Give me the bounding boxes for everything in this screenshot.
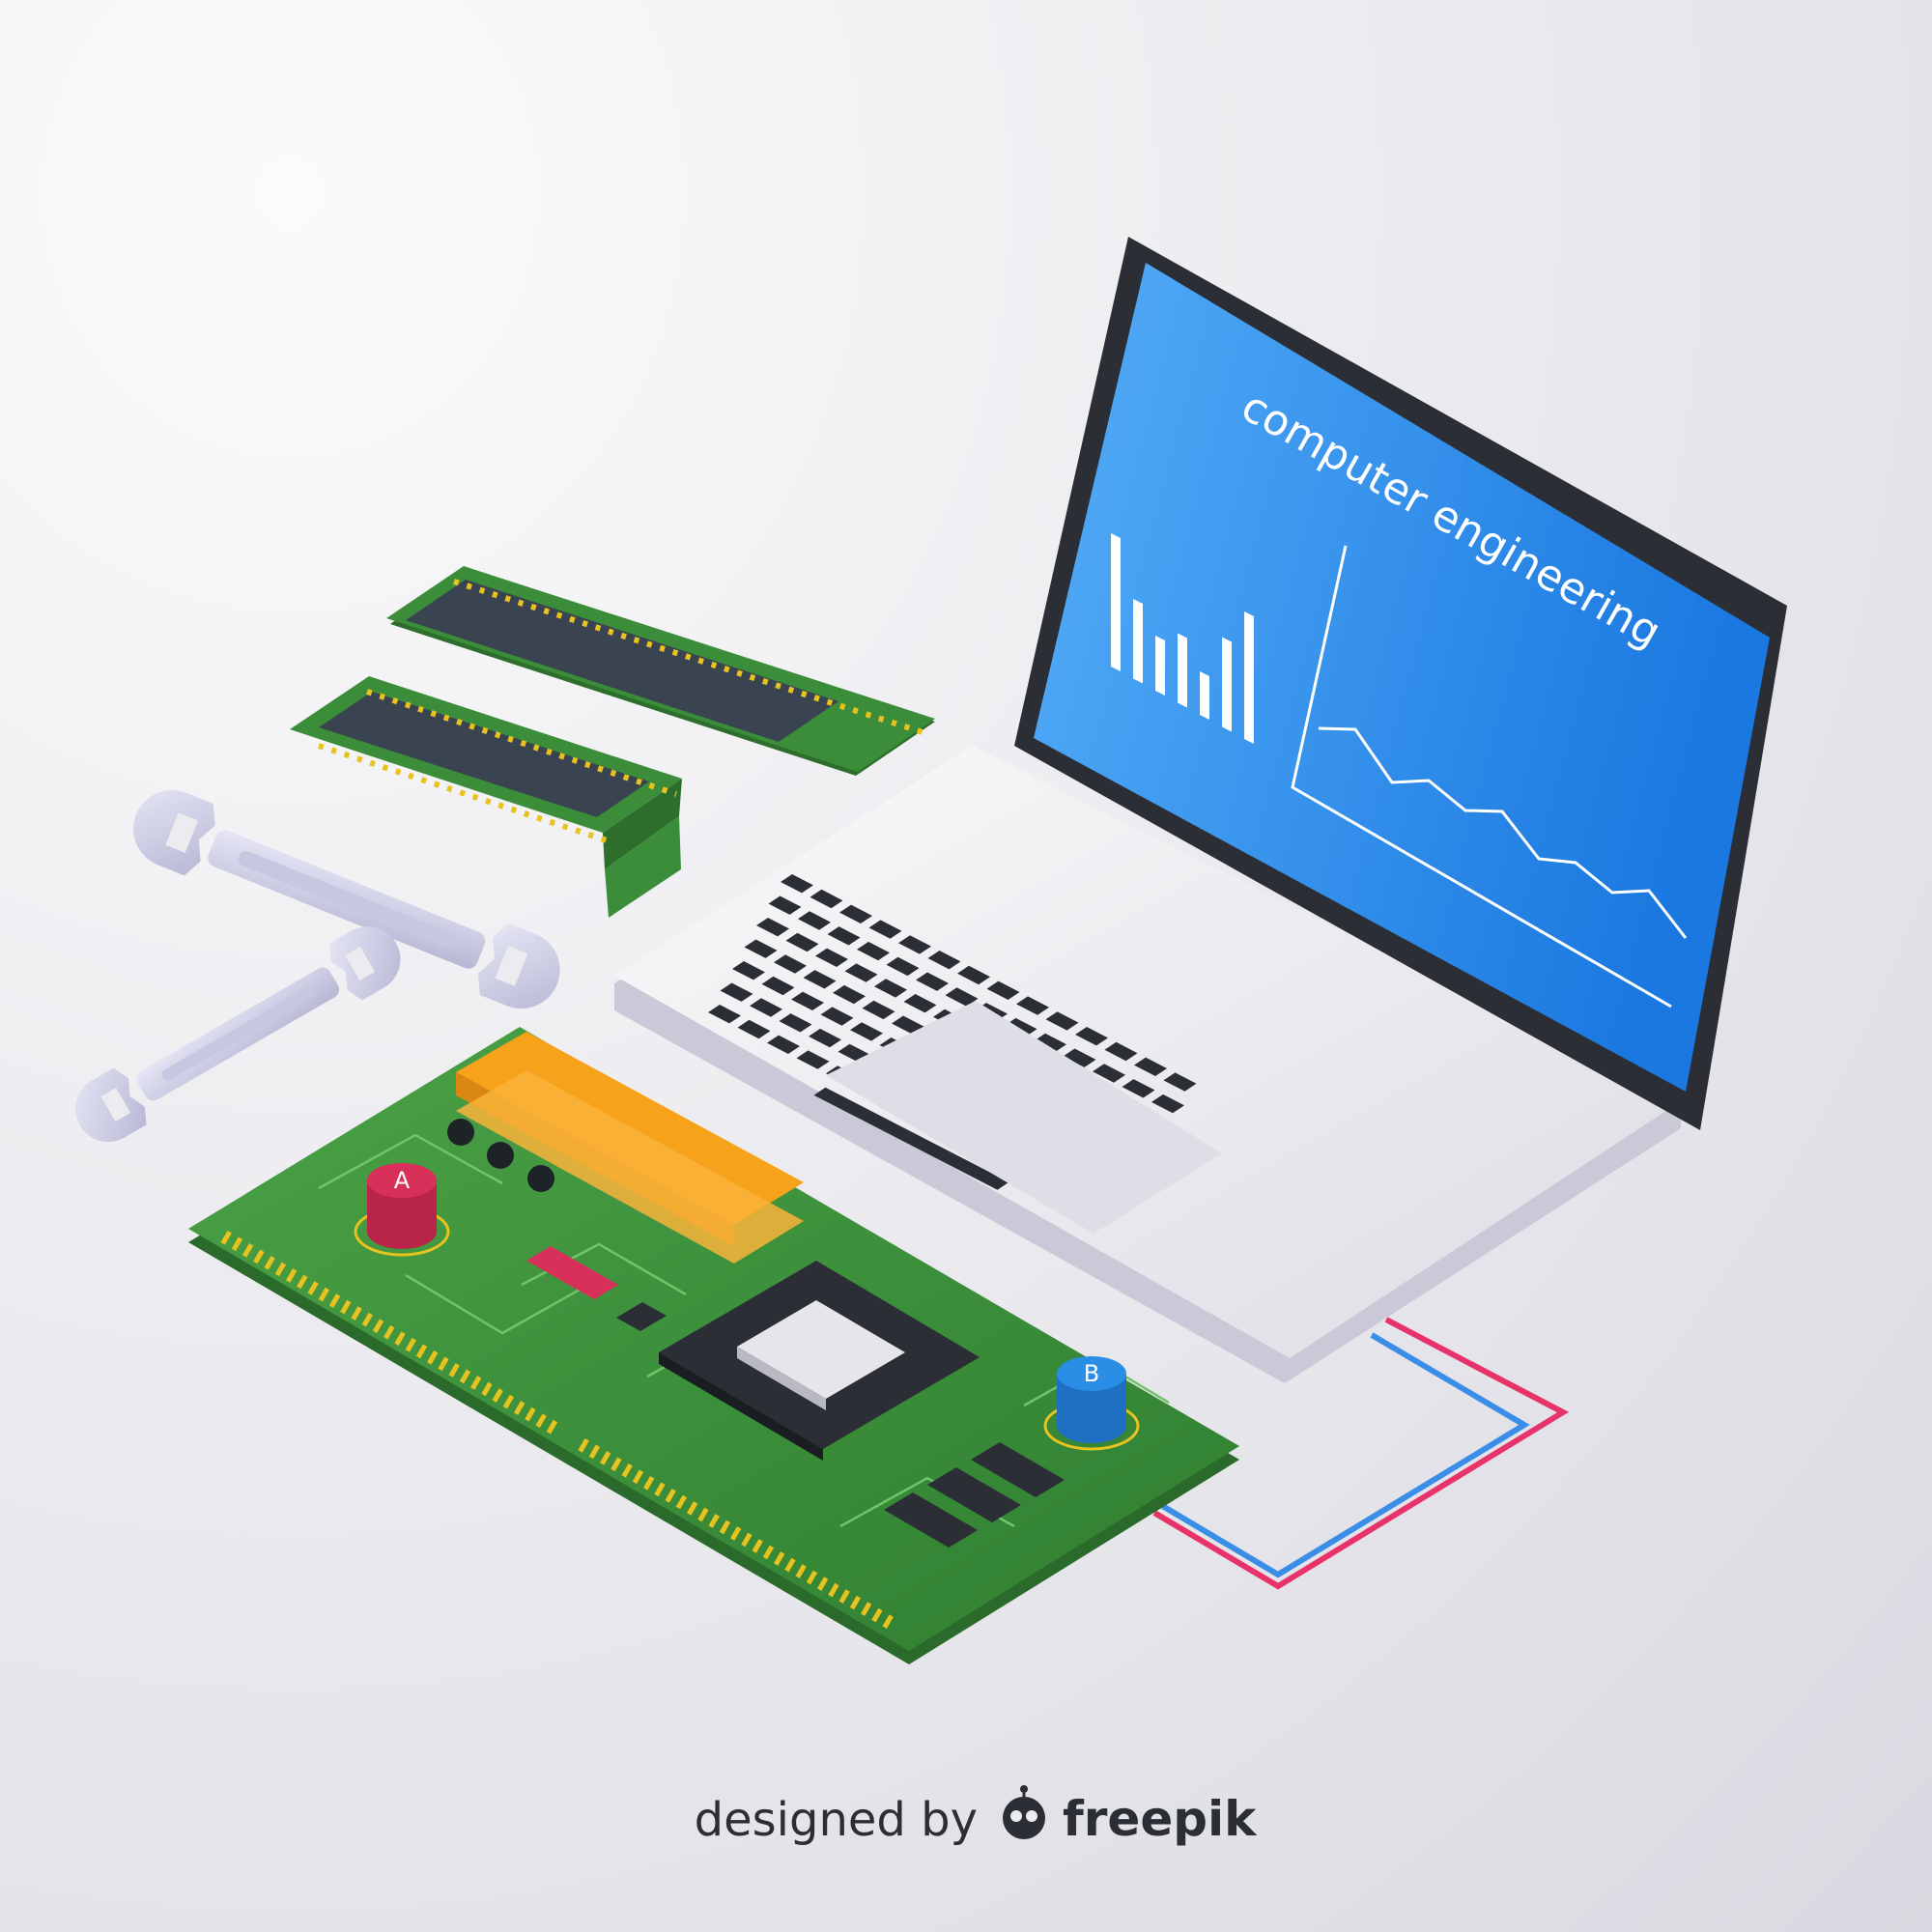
keyboard-key[interactable] [862, 1000, 895, 1020]
keyboard-key[interactable] [803, 970, 837, 989]
keyboard-key[interactable] [1034, 1033, 1066, 1053]
keyboard-key[interactable] [768, 895, 802, 915]
keyboard-key[interactable] [810, 889, 843, 909]
keyboard-key[interactable] [737, 1019, 771, 1039]
cpu-chip [659, 1261, 980, 1461]
wrench-small-icon [75, 926, 401, 1142]
wave-line [1318, 726, 1688, 939]
keyboard-key[interactable] [986, 980, 1020, 1000]
freepik-logo-icon [1003, 1785, 1045, 1839]
keyboard-key[interactable] [886, 956, 920, 977]
spacebar-key[interactable] [813, 1087, 1009, 1190]
ram-sticks [290, 566, 935, 918]
small-chip [616, 1302, 667, 1331]
keyboard-key[interactable] [732, 961, 765, 980]
keyboard-key[interactable] [720, 982, 753, 1002]
keyboard-key[interactable] [744, 939, 778, 958]
button-a-label: A [394, 1167, 411, 1194]
keyboard-key[interactable] [781, 874, 813, 894]
resistor [526, 1246, 618, 1299]
keyboard-key[interactable] [779, 1013, 812, 1033]
keyboard-key[interactable] [1063, 1048, 1096, 1067]
keyboard-key[interactable] [839, 904, 872, 923]
freepik-credit: designed by freepik [695, 1785, 1258, 1847]
keyboard-key[interactable] [815, 948, 848, 967]
wave-axes [1291, 545, 1672, 1009]
keyboard-key[interactable] [1016, 996, 1049, 1015]
keyboard-key[interactable] [1104, 1041, 1138, 1062]
cable-red [1152, 1317, 1570, 1590]
credit-prefix: designed by [695, 1793, 978, 1847]
keyboard-key[interactable] [903, 994, 937, 1013]
keyboard-key[interactable] [1075, 1027, 1108, 1046]
edge-contacts-left [220, 1230, 562, 1437]
wrench-large-icon [133, 790, 560, 1009]
button-b-label: B [1084, 1360, 1099, 1387]
keyboard-key[interactable] [761, 976, 795, 996]
cable-blue [1152, 1332, 1530, 1578]
keyboard-key[interactable] [1163, 1072, 1197, 1092]
keyboard-key[interactable] [844, 963, 878, 982]
keyboard-key[interactable] [820, 1007, 854, 1026]
capacitors [447, 1119, 554, 1192]
screen-bar [1222, 637, 1232, 732]
screen-bar [1244, 611, 1254, 744]
keyboard-key[interactable] [874, 979, 907, 998]
button-b[interactable]: B [1043, 1356, 1140, 1451]
keyboard-key[interactable] [1134, 1057, 1167, 1076]
keyboard-key[interactable] [945, 987, 979, 1007]
screen-bar [1111, 533, 1121, 671]
screen-bar-chart [1111, 533, 1254, 744]
laptop: computer engineering [614, 237, 1787, 1383]
keyboard-key[interactable] [1093, 1064, 1125, 1083]
keyboard-key[interactable] [708, 1005, 741, 1024]
button-a[interactable]: A [354, 1163, 450, 1257]
screen-bar [1178, 633, 1187, 708]
keyboard-key[interactable] [857, 941, 890, 961]
keyboard-key[interactable] [927, 951, 961, 970]
keyboard-key[interactable] [850, 1022, 883, 1041]
keyboard-key[interactable] [1045, 1011, 1079, 1031]
keyboard-key[interactable] [898, 935, 931, 954]
keyboard-key[interactable] [785, 932, 819, 952]
keyboard-key[interactable] [1122, 1079, 1155, 1098]
keyboard-key[interactable] [1004, 1017, 1037, 1037]
keyboard-key[interactable] [767, 1035, 800, 1054]
keyboard-key[interactable] [916, 972, 949, 991]
ram-stick-front [290, 676, 682, 918]
keyboard-key[interactable] [756, 918, 789, 937]
keyboard-key[interactable] [892, 1015, 924, 1035]
screen-bar [1200, 671, 1209, 720]
trackpad[interactable] [826, 1001, 1222, 1234]
keyboard-key[interactable] [809, 1028, 841, 1048]
credit-brand: freepik [1063, 1791, 1258, 1847]
cables [1152, 1317, 1570, 1590]
screen-bar [1155, 636, 1165, 696]
ram-stick-back [386, 566, 935, 776]
laptop-base [614, 746, 1681, 1358]
keyboard-key[interactable] [774, 954, 807, 974]
keyboard-key[interactable] [957, 965, 990, 985]
keyboard-key[interactable] [791, 991, 824, 1010]
keyboard-key[interactable] [833, 984, 866, 1005]
motherboard: A B [188, 1027, 1239, 1664]
keyboard-key[interactable] [750, 998, 782, 1017]
keyboard-key[interactable] [796, 1050, 830, 1069]
keyboard-key[interactable] [868, 920, 902, 939]
ram-slots [456, 1032, 804, 1264]
edge-contacts-right [578, 1437, 897, 1632]
chip-row [884, 1442, 1065, 1548]
screen-wave-chart [1291, 545, 1688, 1009]
keyboard-key[interactable] [827, 926, 861, 946]
keyboard-key[interactable] [798, 911, 831, 930]
keyboard-key[interactable] [1151, 1094, 1184, 1114]
screen-bar [1133, 599, 1143, 684]
laptop-screen [1034, 263, 1770, 1092]
